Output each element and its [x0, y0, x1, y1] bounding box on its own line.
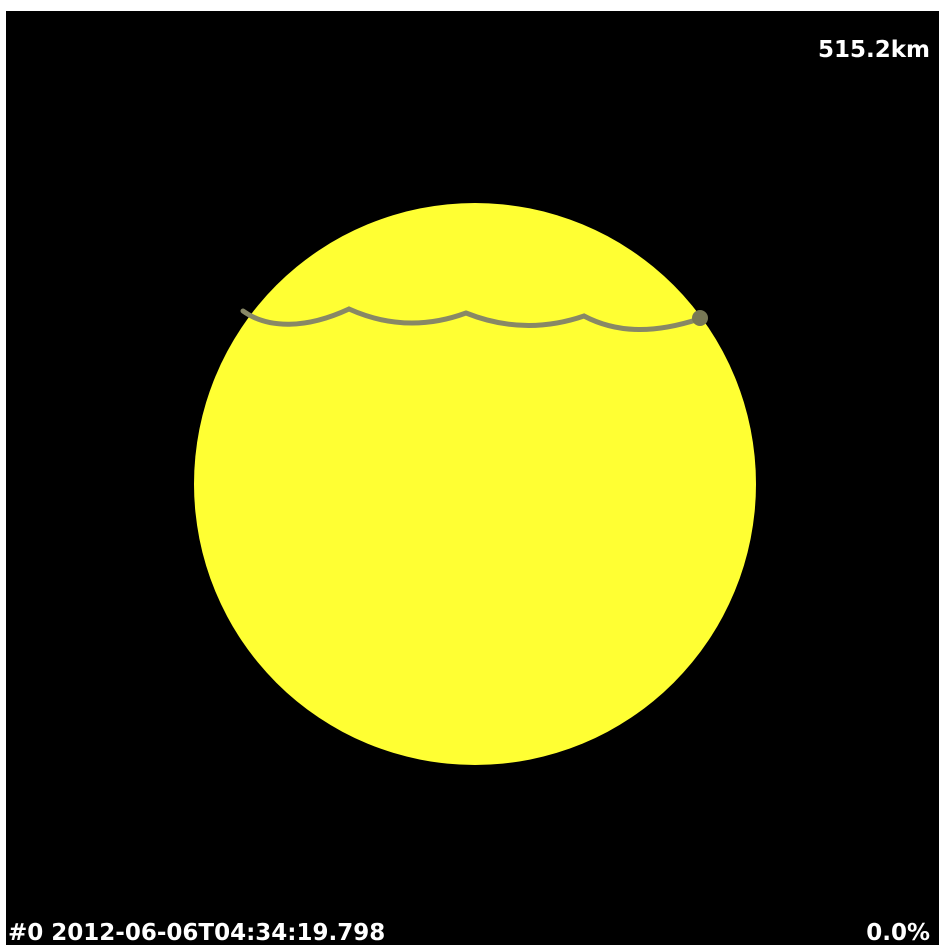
transit-path [240, 306, 702, 332]
scale-readout: 515.2km [817, 37, 930, 63]
frame-timestamp: #0 2012-06-06T04:34:19.798 [8, 920, 386, 945]
planet-dot [692, 310, 708, 326]
sun-disk [194, 203, 756, 765]
transit-scene [194, 203, 756, 765]
transit-viewport: 515.2km #0 2012-06-06T04:34:19.798 0.0% [6, 11, 939, 945]
progress-readout: 0.0% [866, 920, 930, 945]
